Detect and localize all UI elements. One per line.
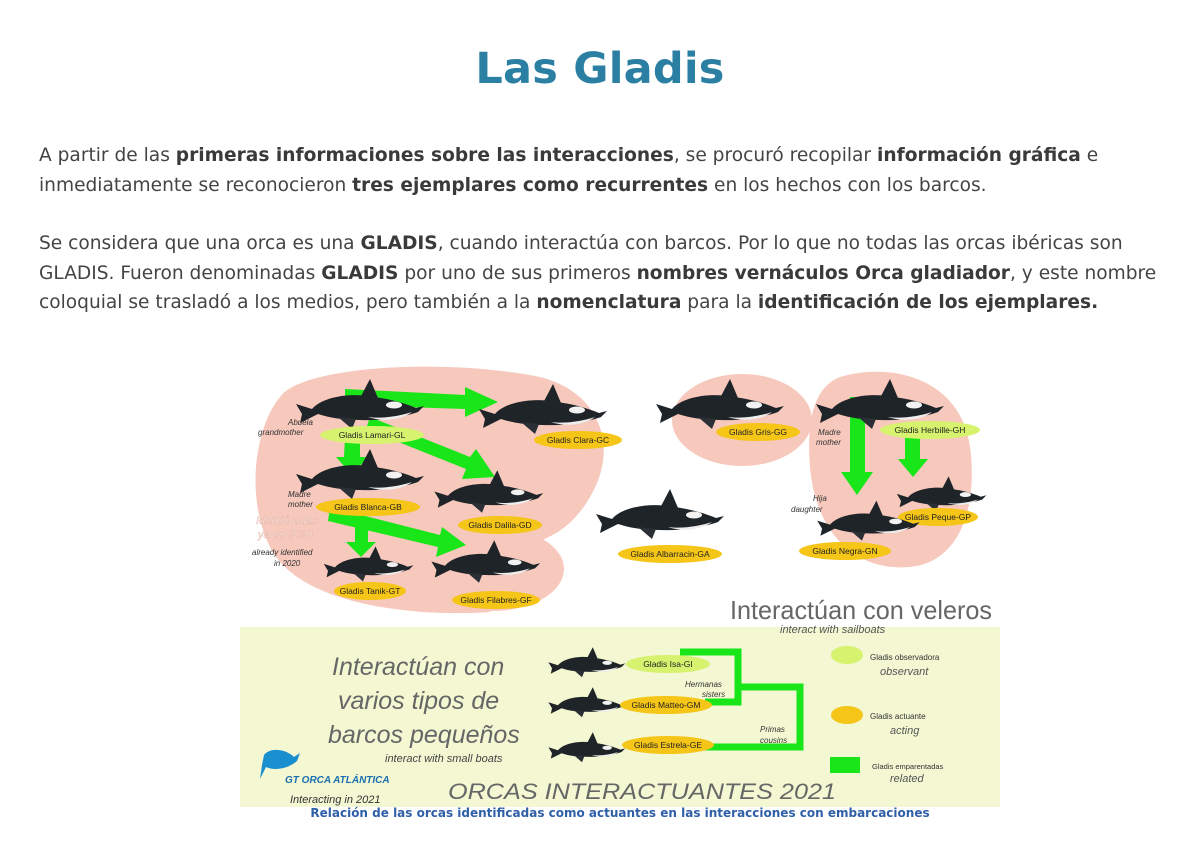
text-run: en los hechos con los barcos. xyxy=(708,174,987,196)
text-run: para la xyxy=(681,292,758,313)
orca-estrela-ge: Gladis Estrela-GE xyxy=(548,732,714,763)
svg-text:Interactúan con veleros: Interactúan con veleros xyxy=(730,595,992,625)
bold-phrase: primeras informaciones sobre las interac… xyxy=(175,145,674,166)
svg-text:barcos pequeños: barcos pequeños xyxy=(328,721,520,749)
bold-phrase: información gráfica xyxy=(877,145,1081,166)
svg-text:Gladis Estrela-GE: Gladis Estrela-GE xyxy=(634,740,702,750)
orca-dalila-gd: Gladis Dalila-GD xyxy=(434,470,544,534)
svg-text:Gladis Dalila-GD: Gladis Dalila-GD xyxy=(468,520,531,530)
svg-text:Gladis actuante: Gladis actuante xyxy=(870,712,926,721)
svg-text:sisters: sisters xyxy=(702,690,725,699)
legend: Gladis observadora observant Gladis actu… xyxy=(830,646,944,785)
orca-matteo-gm: Gladis Matteo-GM xyxy=(548,687,712,718)
svg-text:Gladis Negra-GN: Gladis Negra-GN xyxy=(812,546,877,556)
svg-text:related: related xyxy=(890,773,925,785)
svg-text:in 2020: in 2020 xyxy=(274,559,301,568)
svg-text:Hermanas: Hermanas xyxy=(685,680,722,689)
bold-phrase: nomenclatura xyxy=(536,292,682,313)
svg-text:Gladis Filabres-GF: Gladis Filabres-GF xyxy=(460,595,531,605)
figure-caption: Relación de las orcas identificadas como… xyxy=(310,806,930,820)
svg-text:interact with sailboats: interact with sailboats xyxy=(780,624,886,636)
bold-phrase: identificación de los ejemplares. xyxy=(757,292,1099,313)
text-run: por uno de sus primeros xyxy=(398,262,637,284)
svg-text:ya en 2020: ya en 2020 xyxy=(257,529,313,541)
svg-text:Gladis Gris-GG: Gladis Gris-GG xyxy=(729,427,787,437)
svg-text:ORCAS INTERACTUANTES 2021: ORCAS INTERACTUANTES 2021 xyxy=(448,779,836,804)
svg-text:observant: observant xyxy=(880,666,929,678)
bold-phrase: nombres vernáculos Orca gladiador xyxy=(636,262,1010,284)
orca-tanik-gt: Gladis Tanik-GT xyxy=(323,546,414,600)
orca-albarracin-ga: Gladis Albarracin-GA xyxy=(596,489,724,563)
svg-text:Gladis emparentadas: Gladis emparentadas xyxy=(872,762,944,771)
svg-text:Madre: Madre xyxy=(818,428,841,437)
svg-text:Gladis Herbille-GH: Gladis Herbille-GH xyxy=(895,425,966,435)
svg-text:acting: acting xyxy=(890,725,920,737)
orca-herbille-gh: Gladis Herbille-GH xyxy=(816,379,980,439)
svg-text:varios tipos de: varios tipos de xyxy=(338,687,499,715)
orca-atlantica-logo: GT ORCA ATLÁNTICA Interacting in 2021 xyxy=(260,749,390,806)
svg-text:Madre: Madre xyxy=(288,490,311,499)
svg-text:Abuela: Abuela xyxy=(287,418,313,427)
svg-text:GT ORCA ATLÁNTICA: GT ORCA ATLÁNTICA xyxy=(285,773,390,786)
page-title: Las Gladis xyxy=(475,44,725,94)
svg-text:daughter: daughter xyxy=(791,505,823,514)
orca-peque-gp: Gladis Peque-GP xyxy=(896,476,987,526)
text-run: , cuando interactúa con barcos. Por lo q… xyxy=(39,233,1123,284)
svg-text:Gladis Matteo-GM: Gladis Matteo-GM xyxy=(632,700,701,710)
svg-text:interact with small boats: interact with small boats xyxy=(385,753,503,765)
svg-text:Gladis Blanca-GB: Gladis Blanca-GB xyxy=(334,502,402,512)
svg-text:Interactúan con: Interactúan con xyxy=(332,653,504,681)
text-run: , y este nombre coloquial se trasladó a … xyxy=(39,262,1157,314)
svg-text:Gladis Tanik-GT: Gladis Tanik-GT xyxy=(340,586,401,596)
orca-negra-gn: Gladis Negra-GN xyxy=(799,500,920,560)
orca-blanca-gb: Gladis Blanca-GB xyxy=(296,449,424,516)
orca-gris-gg: Gladis Gris-GG xyxy=(656,379,800,441)
orcas-interactuantes-figure: Gladis Lamari-GL Gladis Clara-GC Gladis … xyxy=(240,357,1000,832)
svg-text:already identified: already identified xyxy=(252,548,313,557)
orca-lamari-gl: Gladis Lamari-GL xyxy=(296,379,424,444)
svg-text:Gladis Isa-GI: Gladis Isa-GI xyxy=(643,659,693,669)
bold-phrase: GLADIS xyxy=(360,233,438,254)
svg-text:mother: mother xyxy=(816,438,841,447)
svg-text:Gladis Lamari-GL: Gladis Lamari-GL xyxy=(339,430,406,440)
svg-text:Gladis observadora: Gladis observadora xyxy=(870,653,940,662)
text-run: Se considera que una orca es una xyxy=(39,233,361,254)
orca-clara-gc: Gladis Clara-GC xyxy=(479,384,622,449)
svg-text:Gladis Albarracin-GA: Gladis Albarracin-GA xyxy=(630,549,710,559)
text-run: e inmediatamente se reconocieron xyxy=(39,145,1099,196)
intro-paragraph-2: Se considera que una orca es una GLADIS,… xyxy=(39,229,1189,318)
svg-text:Hija: Hija xyxy=(813,494,827,503)
svg-text:Primas: Primas xyxy=(760,725,785,734)
orca-isa-gi: Gladis Isa-GI xyxy=(548,647,710,678)
svg-text:Gladis Clara-GC: Gladis Clara-GC xyxy=(547,435,609,445)
svg-text:mother: mother xyxy=(288,500,313,509)
intro-paragraph-1: A partir de las primeras informaciones s… xyxy=(39,141,1189,200)
bold-phrase: GLADIS xyxy=(321,262,399,284)
svg-text:cousins: cousins xyxy=(760,736,787,745)
svg-text:grandmother: grandmother xyxy=(258,428,304,437)
text-run: , se procuró recopilar xyxy=(673,145,877,166)
svg-text:Identificadas: Identificadas xyxy=(256,515,318,527)
svg-text:Interacting in 2021: Interacting in 2021 xyxy=(290,794,381,806)
svg-text:Gladis Peque-GP: Gladis Peque-GP xyxy=(905,512,971,522)
orca-filabres-gf: Gladis Filabres-GF xyxy=(431,540,541,609)
text-run: A partir de las xyxy=(39,145,176,166)
bold-phrase: tres ejemplares como recurrentes xyxy=(352,174,709,196)
